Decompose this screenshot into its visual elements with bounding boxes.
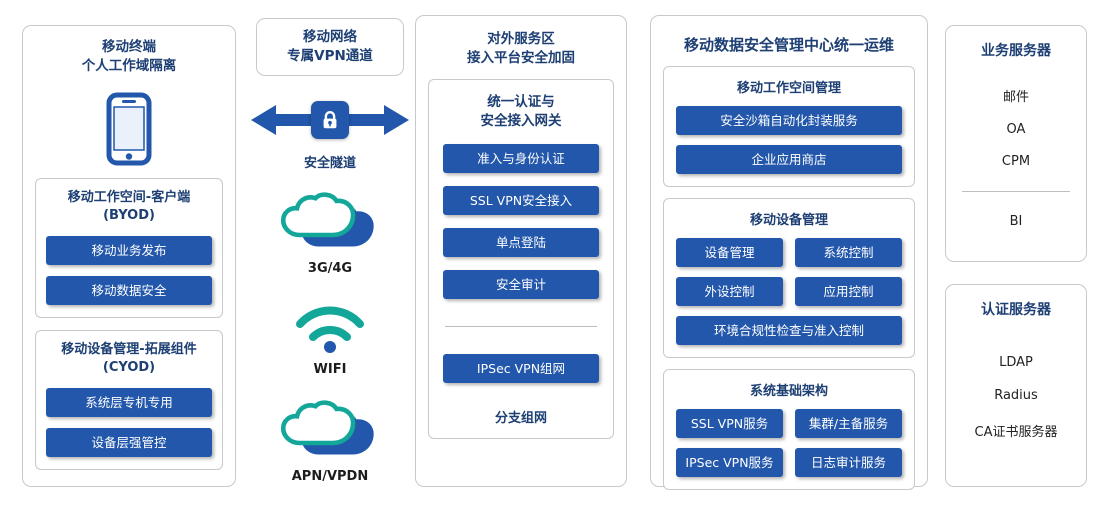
smartphone-icon (33, 92, 225, 166)
vpn-tunnel-graphic (249, 98, 411, 142)
server-mail: 邮件 (1002, 90, 1029, 105)
node-security-audit: 安全审计 (443, 270, 599, 299)
panel-business-servers: 业务服务器 邮件 OA CPM BI (945, 25, 1087, 262)
server-ca-cert: CA证书服务器 (974, 425, 1058, 440)
byod-title: 移动工作空间-客户端 (BYOD) (46, 189, 212, 225)
node-ssl-vpn-service: SSL VPN服务 (676, 409, 783, 438)
business-servers-divider (962, 191, 1070, 192)
channel-3g4g-label: 3G/4G (307, 261, 353, 276)
node-ssl-vpn-access: SSL VPN安全接入 (443, 186, 599, 215)
panel-title-line2: 个人工作域隔离 (81, 58, 177, 74)
panel-management-center: 移动数据安全管理中心统一运维 移动工作空间管理 安全沙箱自动化封装服务 企业应用… (650, 15, 928, 490)
node-admission-identity-auth: 准入与身份认证 (443, 144, 599, 173)
node-enterprise-app-store: 企业应用商店 (676, 145, 902, 174)
management-center-title: 移动数据安全管理中心统一运维 (683, 36, 894, 54)
server-bi: BI (1009, 214, 1023, 229)
node-single-sign-on: 单点登陆 (443, 228, 599, 257)
network-title-line1: 移动网络 (303, 29, 357, 45)
cyod-box: 移动设备管理-拓展组件 (CYOD) 系统层专机专用 设备层强管控 (35, 330, 223, 470)
panel-service-zone-title: 对外服务区 接入平台安全加固 (428, 30, 614, 68)
node-peripheral-control: 外设控制 (676, 277, 783, 306)
auth-servers-title: 认证服务器 (981, 302, 1051, 318)
panel-title-line1: 移动终端 (102, 39, 156, 55)
gateway-box: 统一认证与 安全接入网关 准入与身份认证 SSL VPN安全接入 单点登陆 安全… (428, 79, 614, 439)
lock-icon (311, 101, 349, 139)
node-mobile-data-security: 移动数据安全 (46, 276, 212, 305)
node-device-layer-control: 设备层强管控 (46, 428, 212, 457)
node-ipsec-vpn-networking: IPSec VPN组网 (443, 354, 599, 383)
node-log-audit-service: 日志审计服务 (795, 448, 902, 477)
node-ipsec-vpn-service: IPSec VPN服务 (676, 448, 783, 477)
gateway-title-line1: 统一认证与 (487, 94, 555, 110)
gateway-divider (445, 326, 597, 327)
section-system-infrastructure: 系统基础架构 SSL VPN服务 集群/主备服务 IPSec VPN服务 日志审… (663, 369, 915, 490)
panel-service-zone: 对外服务区 接入平台安全加固 统一认证与 安全接入网关 准入与身份认证 SSL … (415, 15, 627, 487)
section-infrastructure-title: 系统基础架构 (749, 384, 828, 399)
cloud-3g4g-icon (280, 192, 374, 247)
node-cluster-ha-service: 集群/主备服务 (795, 409, 902, 438)
panel-mobile-network-title: 移动网络 专属VPN通道 (256, 18, 404, 76)
byod-box: 移动工作空间-客户端 (BYOD) 移动业务发布 移动数据安全 (35, 178, 223, 318)
panel-mobile-terminal-title: 移动终端 个人工作域隔离 (33, 38, 225, 76)
service-zone-title-line2: 接入平台安全加固 (467, 50, 575, 66)
section-workspace-management: 移动工作空间管理 安全沙箱自动化封装服务 企业应用商店 (663, 66, 915, 187)
section-device-management: 移动设备管理 设备管理 系统控制 外设控制 应用控制 环境合规性检查与准入控制 (663, 198, 915, 358)
node-compliance-admission-control: 环境合规性检查与准入控制 (676, 316, 902, 345)
cloud-apnvpdn-icon (280, 400, 374, 455)
panel-mobile-terminal: 移动终端 个人工作域隔离 移动工作空间-客户端 (BYOD) 移动业务发布 移动… (22, 25, 236, 487)
node-device-management: 设备管理 (676, 238, 783, 267)
gateway-title-line2: 安全接入网关 (480, 113, 562, 129)
byod-title-line1: 移动工作空间-客户端 (67, 190, 191, 205)
cyod-title: 移动设备管理-拓展组件 (CYOD) (46, 341, 212, 377)
gateway-title: 统一认证与 安全接入网关 (443, 93, 599, 131)
channel-wifi-label: WIFI (313, 362, 347, 377)
cyod-title-line2: (CYOD) (102, 360, 156, 375)
server-ldap: LDAP (999, 355, 1033, 370)
section-device-title: 移动设备管理 (749, 213, 828, 228)
node-sandbox-packaging-service: 安全沙箱自动化封装服务 (676, 106, 902, 135)
wifi-icon (296, 306, 364, 353)
network-title-line2: 专属VPN通道 (287, 48, 373, 64)
panel-auth-servers: 认证服务器 LDAP Radius CA证书服务器 (945, 284, 1087, 487)
panel-mobile-network: 移动网络 专属VPN通道 安全隧道 3G/4G (249, 18, 411, 490)
section-workspace-title: 移动工作空间管理 (736, 81, 841, 96)
node-mobile-service-publish: 移动业务发布 (46, 236, 212, 265)
channel-apnvpdn-label: APN/VPDN (291, 469, 369, 484)
branch-networking-label: 分支组网 (494, 411, 547, 426)
business-servers-title: 业务服务器 (981, 43, 1051, 59)
server-radius: Radius (994, 388, 1038, 403)
byod-title-line2: (BYOD) (103, 208, 155, 223)
service-zone-title-line1: 对外服务区 (487, 31, 555, 47)
cyod-title-line1: 移动设备管理-拓展组件 (61, 342, 197, 357)
node-app-control: 应用控制 (795, 277, 902, 306)
node-system-layer-dedicated: 系统层专机专用 (46, 388, 212, 417)
server-cpm: CPM (1001, 154, 1031, 169)
node-system-control: 系统控制 (795, 238, 902, 267)
secure-tunnel-label: 安全隧道 (303, 156, 356, 171)
server-oa: OA (1006, 122, 1026, 137)
